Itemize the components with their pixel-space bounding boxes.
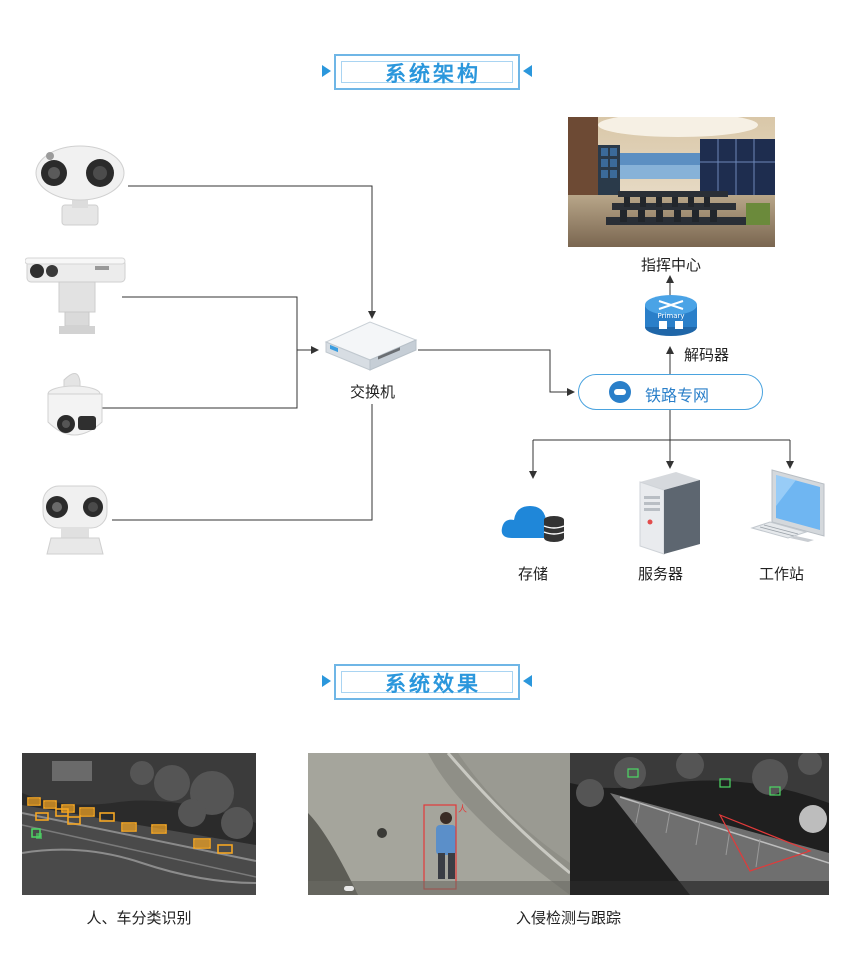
workstation-monitor-icon [750,469,825,542]
command-center-photo [568,117,775,247]
cloud-storage-icon [501,506,565,542]
network-switch-icon [324,321,418,371]
railway-network-node: 铁路专网 [578,374,763,410]
link-switch-network [418,349,575,396]
section-title-architecture: 系统架构 [385,62,481,86]
intrusion-caption: 入侵检测与跟踪 [515,909,621,927]
banner-left-arrow-icon [322,675,331,687]
link-camera4-switch [112,404,373,521]
decoder-label: 解码器 [684,346,730,364]
switch-label: 交换机 [350,383,396,401]
server-label: 服务器 [638,565,684,583]
command-center-label: 指挥中心 [641,256,702,274]
intrusion-detection-photo: 人 [308,753,570,895]
speed-dome-camera-icon [47,373,103,436]
link-camera2-switch [122,296,319,354]
architecture-connectors [100,185,794,521]
storage-label: 存储 [518,565,549,583]
person-detection-tag: 人 [458,804,467,815]
banner-right-arrow-icon [523,675,532,687]
intrusion-tracking-photo [570,753,829,895]
link-camera3-switch [100,350,298,409]
decoder-router-icon: Primary [645,295,697,336]
long-range-ptz-camera-icon [25,257,126,334]
section-title-effects: 系统效果 [385,672,481,696]
cloud-network-icon [609,381,631,403]
railway-network-label: 铁路专网 [645,386,710,405]
classification-photo [22,753,256,895]
section-banner-architecture: 系统架构 [322,54,544,94]
section-banner-effects: 系统效果 [322,664,544,704]
decoder-badge: Primary [657,312,684,320]
thermal-dual-camera-icon [35,145,125,226]
classification-caption: 人、车分类识别 [86,909,192,927]
banner-right-arrow-icon [523,65,532,77]
banner-left-arrow-icon [322,65,331,77]
bispectral-camera-icon [42,485,108,555]
server-tower-icon [639,472,700,555]
link-camera1-switch [128,185,376,319]
workstation-label: 工作站 [759,565,805,583]
